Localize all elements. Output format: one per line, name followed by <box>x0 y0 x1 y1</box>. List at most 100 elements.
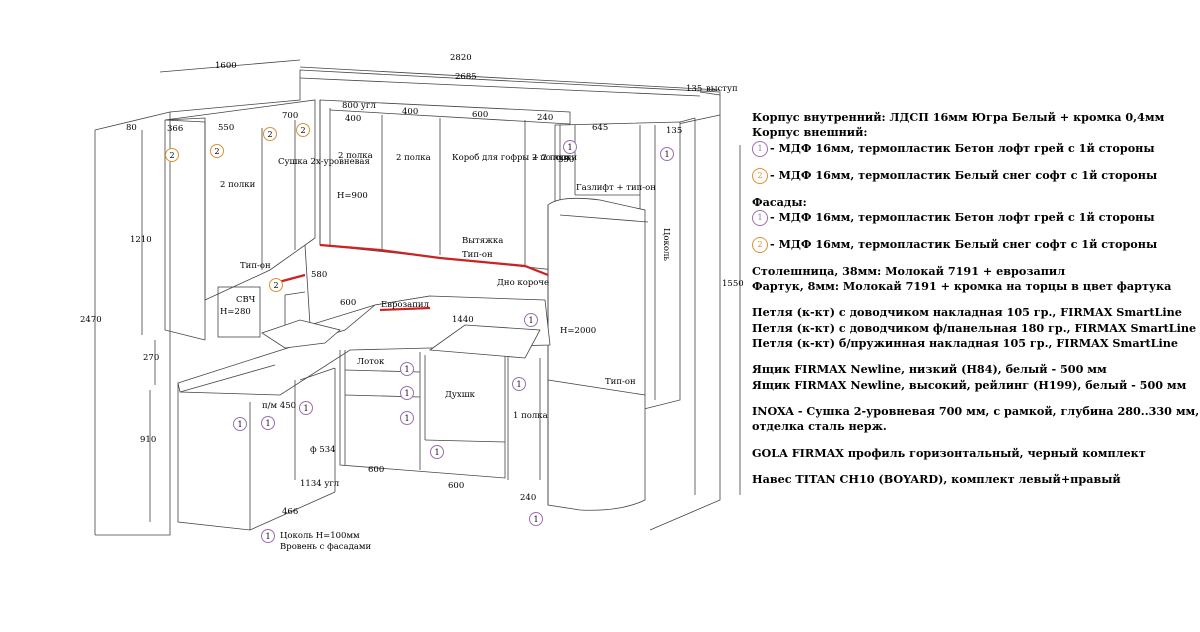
marker-facade1-11: 1 <box>303 404 308 413</box>
dim-700: 700 <box>282 111 298 121</box>
note-line: Фасады: <box>752 195 1200 210</box>
dim-h2000: Н=2000 <box>560 326 596 336</box>
facade-badge: 1 <box>752 209 768 226</box>
note-text: Фасады: <box>752 194 807 209</box>
dim-upper-height: 1210 <box>130 235 152 245</box>
label-gaslift: Газлифт + тип-он <box>576 183 656 193</box>
label-plinth-vertical: Цоколь <box>661 228 671 261</box>
note-text: Фартук, 8мм: Молокай 7191 + кромка на то… <box>752 279 1172 294</box>
marker-facade1-10: 1 <box>265 419 270 428</box>
note-text: - МДФ 16мм, термопластик Белый снег софт… <box>770 237 1158 252</box>
notes-gap <box>752 435 1200 446</box>
note-line: Петля (к-кт) с доводчиком ф/панельная 18… <box>752 321 1200 336</box>
marker-facade2-3: 2 <box>267 130 272 139</box>
dim-240-low: 240 <box>520 493 536 503</box>
dim-1134-corner: 1134 угл <box>300 479 340 489</box>
dim-left-depth: 1600 <box>215 61 237 71</box>
label-two-shelves-a: 2 полка <box>338 151 373 161</box>
note-text: Навес TITAN CH10 (BOYARD), комплект левы… <box>752 471 1121 486</box>
notes-gap <box>752 157 1200 168</box>
note-text: Корпус внешний: <box>752 125 868 140</box>
note-line: INOXA - Сушка 2-уровневая 700 мм, с рамк… <box>752 404 1200 419</box>
notes-gap <box>752 184 1200 195</box>
note-text: Петля (к-кт) с доводчиком ф/панельная 18… <box>752 320 1197 335</box>
note-line: Ящик FIRMAX Newline, низкий (H84), белый… <box>752 362 1200 377</box>
dim-534: ф 534 <box>310 445 336 455</box>
dim-600-top: 600 <box>472 110 488 120</box>
marker-facade2-5: 2 <box>273 281 278 290</box>
dim-600-low: 600 <box>368 465 384 475</box>
note-text: отделка сталь нерж. <box>752 419 887 434</box>
label-euro-joint: Еврозапил <box>381 300 430 310</box>
note-text: - МДФ 16мм, термопластик Бетон лофт грей… <box>770 210 1155 225</box>
note-line: GOLA FIRMAX профиль горизонтальный, черн… <box>752 446 1200 461</box>
dim-1440: 1440 <box>452 315 474 325</box>
marker-facade1-12: 1 <box>533 515 538 524</box>
note-line: Столешница, 38мм: Молокай 7191 + еврозап… <box>752 264 1200 279</box>
note-line: отделка сталь нерж. <box>752 419 1200 434</box>
dim-total-width: 2820 <box>450 53 472 63</box>
dim-600-mid: 600 <box>340 298 356 308</box>
dim-base-height: 910 <box>140 435 156 445</box>
note-line: Фартук, 8мм: Молокай 7191 + кромка на то… <box>752 279 1200 294</box>
marker-facade2-2: 2 <box>214 147 219 156</box>
notes-gap <box>752 294 1200 305</box>
dim-466: 466 <box>282 507 298 517</box>
note-text: GOLA FIRMAX профиль горизонтальный, черн… <box>752 445 1146 460</box>
dim-645: 645 <box>592 123 608 133</box>
notes-gap <box>752 226 1200 237</box>
label-oven: Духшк <box>445 390 476 400</box>
dim-600-base: 600 <box>448 481 464 491</box>
dim-800-corner: 800 угл <box>342 101 376 111</box>
label-hood: Вытяжка <box>462 236 503 246</box>
marker-facade1-2: 1 <box>664 150 669 159</box>
marker-facade1-13: 1 <box>265 532 270 541</box>
note-text: Петля (к-кт) б/пружинная накладная 105 г… <box>752 336 1179 351</box>
dim-366: 366 <box>167 124 183 134</box>
dim-overhang: 135 <box>686 84 702 94</box>
dim-inner-width: 2685 <box>455 72 477 82</box>
label-plinth-note: Цоколь Н=100мм <box>280 531 360 541</box>
dim-550: 550 <box>218 123 234 133</box>
note-line: 2- МДФ 16мм, термопластик Белый снег соф… <box>752 167 1200 184</box>
dim-height-total: 2470 <box>80 315 102 325</box>
dim-450: п/м 450 <box>262 401 296 411</box>
note-line: Петля (к-кт) б/пружинная накладная 105 г… <box>752 336 1200 351</box>
note-text: INOXA - Сушка 2-уровневая 700 мм, с рамк… <box>752 403 1200 418</box>
dim-gap-height: 270 <box>143 353 159 363</box>
marker-facade1-1: 1 <box>567 143 572 152</box>
note-text: Корпус внутренний: ЛДСП 16мм Югра Белый … <box>752 110 1165 124</box>
facade-badge: 2 <box>752 236 768 253</box>
dim-135-right: 135 <box>666 126 682 136</box>
label-tip-on-a: Тип-он <box>240 261 271 271</box>
label-bottom-shorter: Дно короче <box>497 278 549 288</box>
note-text: - МДФ 16мм, термопластик Бетон лофт грей… <box>770 140 1155 155</box>
note-line: 2- МДФ 16мм, термопластик Белый снег соф… <box>752 236 1200 253</box>
dim-right-height: 1550 <box>722 279 744 289</box>
dim-h280: Н=280 <box>220 307 251 317</box>
notes-gap <box>752 393 1200 404</box>
note-line: Ящик FIRMAX Newline, высокий, рейлинг (H… <box>752 378 1200 393</box>
note-line: 1- МДФ 16мм, термопластик Бетон лофт гре… <box>752 209 1200 226</box>
marker-facade2-4: 2 <box>300 126 305 135</box>
facade-badge: 2 <box>752 167 768 184</box>
note-text: Столешница, 38мм: Молокай 7191 + еврозап… <box>752 263 1066 278</box>
kitchen-drawing: 2820 2685 135 выступ 1600 2470 1210 270 … <box>80 53 744 552</box>
note-line: Корпус внутренний: ЛДСП 16мм Югра Белый … <box>752 110 1200 125</box>
facade-badge: 1 <box>752 140 768 157</box>
specification-notes: Корпус внутренний: ЛДСП 16мм Югра Белый … <box>752 110 1200 487</box>
label-plinth-flush: Вровень с фасадами <box>280 542 372 552</box>
note-line: Навес TITAN CH10 (BOYARD), комплект левы… <box>752 472 1200 487</box>
label-duct-box: Короб для гофры + 2 полки <box>452 152 577 163</box>
note-text: Ящик FIRMAX Newline, высокий, рейлинг (H… <box>752 377 1187 392</box>
label-two-shelves-c: 2 по лки <box>532 153 570 163</box>
label-dryer: Сушка 2х-уровневая <box>278 157 370 167</box>
note-line: 1- МДФ 16мм, термопластик Бетон лофт гре… <box>752 140 1200 157</box>
dim-350: 350 <box>558 155 574 165</box>
dim-h900: Н=900 <box>337 191 368 201</box>
marker-facade2-1: 2 <box>169 151 174 160</box>
note-line: Петля (к-кт) с доводчиком накладная 105 … <box>752 305 1200 320</box>
dim-580: 580 <box>311 270 327 280</box>
marker-facade1-3: 1 <box>528 316 533 325</box>
note-text: Ящик FIRMAX Newline, низкий (H84), белый… <box>752 362 1107 377</box>
